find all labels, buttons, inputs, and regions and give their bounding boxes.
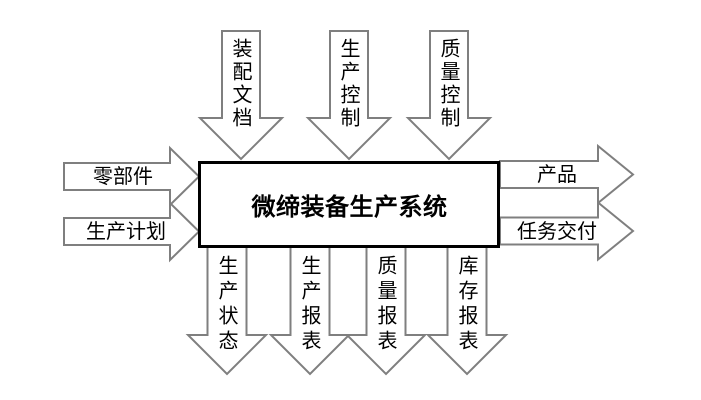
bottom-arrow-quality-report-label: 质量报表	[374, 255, 396, 355]
bottom-arrow-inventory-report-shape	[425, 245, 509, 376]
bottom-arrow-production-status-label: 生产状态	[215, 255, 237, 355]
left-arrow-parts-label: 零部件	[93, 165, 153, 188]
top-arrow-quality-control-label: 质量控制	[437, 38, 459, 130]
system-box	[198, 161, 500, 248]
top-arrow-quality-control-shape	[405, 30, 493, 161]
bottom-arrow-inventory-report-label: 库存报表	[455, 255, 477, 355]
bottom-arrow-production-report-shape	[268, 245, 352, 376]
right-arrow-task-delivery-label: 任务交付	[517, 220, 597, 243]
right-arrow-task-delivery-shape	[499, 200, 635, 262]
top-arrow-assembly-docs-label: 装配文档	[229, 38, 251, 130]
top-arrow-production-control-label: 生产控制	[337, 38, 359, 130]
right-arrow-product-label: 产品	[537, 163, 577, 186]
system-box-title: 微缔装备生产系统	[251, 194, 448, 221]
bottom-arrow-production-status-shape	[185, 245, 269, 376]
right-arrow-product-shape	[499, 143, 635, 206]
left-arrow-parts-shape	[63, 145, 201, 208]
left-arrow-production-plan-label: 生产计划	[86, 220, 166, 243]
bottom-arrow-quality-report-shape	[344, 245, 428, 376]
top-arrow-production-control-shape	[305, 30, 393, 161]
left-arrow-production-plan-shape	[63, 200, 201, 263]
bottom-arrow-production-report-label: 生产报表	[298, 255, 320, 355]
top-arrow-assembly-docs-shape	[197, 30, 285, 161]
